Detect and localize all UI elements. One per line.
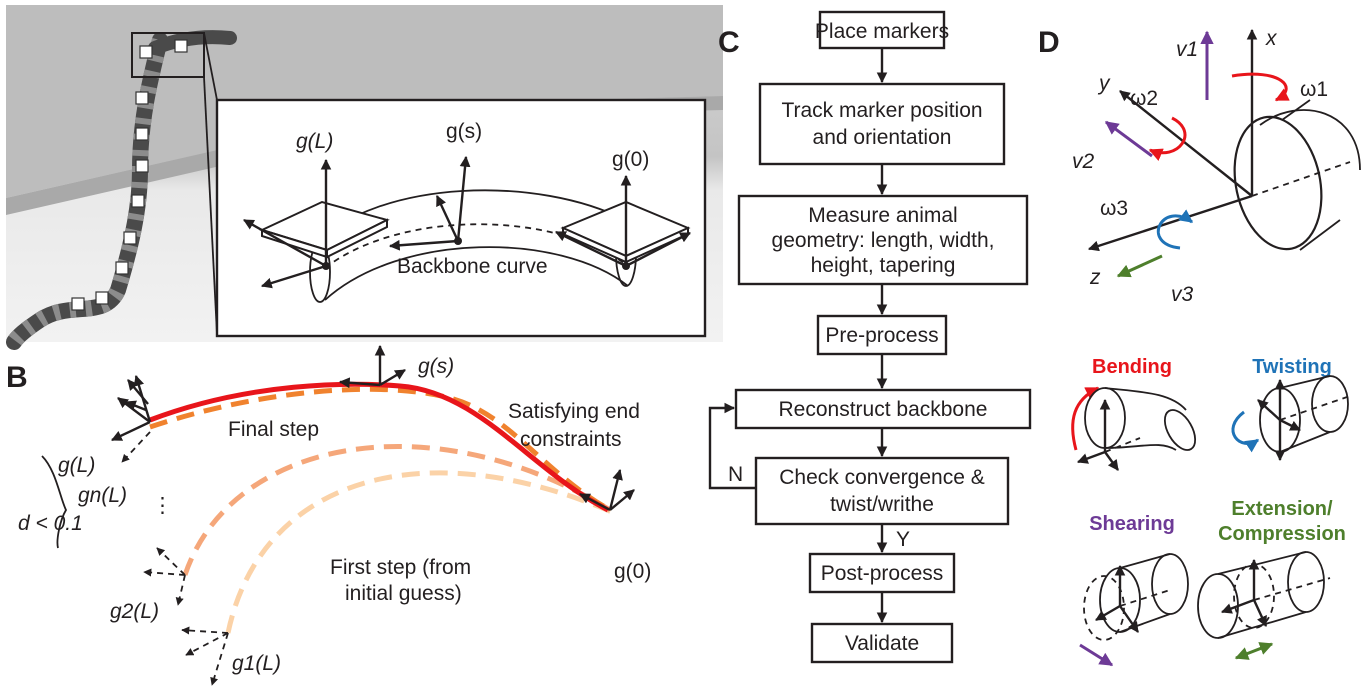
- step-measure-geometry: Measure animal geometry: length, width, …: [737, 194, 1029, 286]
- label-omega1: ω1: [1300, 78, 1328, 101]
- frame-gs: [388, 155, 471, 251]
- step-track-text-2: and orientation: [813, 126, 952, 149]
- step-measure-text-3: height, tapering: [811, 254, 956, 277]
- curve-final-step: [149, 381, 610, 513]
- label-first-step-1: First step (from: [330, 556, 471, 579]
- label-v3: v3: [1171, 283, 1194, 306]
- mode-extension-label-1: Extension/: [1231, 498, 1333, 520]
- label-b-dots: ⋮: [152, 494, 173, 517]
- tracking-markers: [71, 39, 188, 311]
- arrow-omega3: [1156, 209, 1194, 250]
- frame-b-gs: [338, 344, 406, 389]
- label-final-step: Final step: [228, 418, 319, 441]
- label-satisfying-2: constraints: [520, 428, 622, 451]
- label-b-g1L: g1(L): [232, 652, 281, 675]
- axis-z: [1087, 194, 1253, 252]
- label-omega3: ω3: [1100, 197, 1128, 220]
- inset-label-gs: g(s): [446, 120, 482, 143]
- step-check-text-1: Check convergence &: [779, 466, 984, 489]
- curve-second-step: [182, 444, 612, 576]
- step-post-process: Post-process: [808, 552, 956, 594]
- frame-b-g2: [143, 547, 186, 606]
- label-axis-x: x: [1265, 27, 1278, 50]
- frame-gL: [243, 158, 332, 289]
- mode-bending-label: Bending: [1092, 356, 1172, 378]
- label-b-gnL: gn(L): [78, 484, 127, 507]
- step-track-markers: Track marker position and orientation: [758, 82, 1006, 166]
- curve-nth-step: [149, 386, 612, 513]
- label-v2: v2: [1072, 150, 1095, 173]
- tube-bottom: [324, 246, 629, 301]
- step-check-text-2: twist/writhe: [830, 493, 934, 516]
- label-tolerance: d < 0.1: [18, 512, 83, 535]
- mode-extension-icon: [1197, 551, 1331, 660]
- step-validate-text: Validate: [845, 632, 919, 655]
- step-track-text-1: Track marker position: [781, 99, 982, 122]
- curve-first-step: [225, 470, 613, 634]
- panel-b: B: [6, 344, 651, 686]
- label-b-g2L: g2(L): [110, 600, 159, 623]
- label-b-gs: g(s): [418, 355, 454, 378]
- mode-bending-icon: [1071, 386, 1197, 471]
- step-measure-text-1: Measure animal: [808, 204, 957, 227]
- no-label: N: [728, 463, 743, 486]
- backbone-inset: g(L) g(s) g(0) Backbone curve: [215, 98, 707, 338]
- step-pre-process: Pre-process: [816, 314, 948, 356]
- mode-twisting-label: Twisting: [1252, 356, 1332, 378]
- step-pre-process-text: Pre-process: [825, 324, 938, 347]
- label-b-gL: g(L): [58, 454, 95, 477]
- frame-g0: [555, 174, 691, 270]
- label-omega2: ω2: [1130, 87, 1158, 110]
- label-v1: v1: [1176, 38, 1198, 61]
- axes-d: [1087, 28, 1258, 252]
- arrow-omega1: [1231, 72, 1290, 102]
- label-satisfying-1: Satisfying end: [508, 400, 640, 423]
- step-post-process-text: Post-process: [821, 562, 944, 585]
- panel-a: A: [6, 5, 723, 350]
- panel-d-label: D: [1038, 26, 1060, 59]
- zoom-line-top: [203, 32, 218, 101]
- inset-label-g0: g(0): [612, 148, 649, 171]
- panel-b-label: B: [6, 361, 28, 394]
- backbone-curve-label: Backbone curve: [397, 255, 548, 278]
- frame-b-gn: [121, 431, 151, 463]
- frame-b-g1: [181, 626, 229, 686]
- panel-c: C Place markers Track marker position an…: [708, 10, 1032, 664]
- yes-label: Y: [896, 528, 910, 551]
- panel-c-label: C: [718, 26, 740, 59]
- step-validate: Validate: [810, 622, 954, 664]
- arrow-v3: [1116, 254, 1163, 278]
- panel-d: D x y z v1 v2 v3 ω1 ω2 ω3 Bending: [1038, 26, 1361, 667]
- label-axis-z: z: [1089, 266, 1101, 289]
- frame-b-g0: [579, 468, 635, 512]
- mode-twisting-icon: [1231, 375, 1351, 462]
- tolerance-brace: [41, 455, 68, 549]
- flow-loop-no: [708, 402, 756, 490]
- mode-shearing-label: Shearing: [1089, 513, 1175, 535]
- label-b-g0: g(0): [614, 560, 651, 583]
- mode-shearing-icon: [1079, 553, 1189, 667]
- step-check-convergence: Check convergence & twist/writhe: [754, 456, 1010, 526]
- mode-extension-label-2: Compression: [1218, 523, 1346, 545]
- arrow-omega2: [1148, 116, 1187, 161]
- inset-label-gL: g(L): [296, 130, 333, 153]
- frame-b-final: [111, 374, 152, 442]
- step-place-markers-text: Place markers: [815, 20, 949, 43]
- axis-y: [1119, 90, 1253, 197]
- label-first-step-2: initial guess): [345, 582, 462, 605]
- cylinder-body: [1233, 99, 1361, 251]
- arrow-v2: [1104, 120, 1153, 158]
- zoom-line-bottom: [203, 76, 218, 335]
- step-place-markers: Place markers: [815, 10, 949, 50]
- step-reconstruct-text: Reconstruct backbone: [779, 398, 988, 421]
- step-measure-text-2: geometry: length, width,: [772, 229, 995, 252]
- label-axis-y: y: [1097, 72, 1111, 95]
- step-reconstruct: Reconstruct backbone: [734, 388, 1032, 430]
- zoom-region: [131, 32, 205, 78]
